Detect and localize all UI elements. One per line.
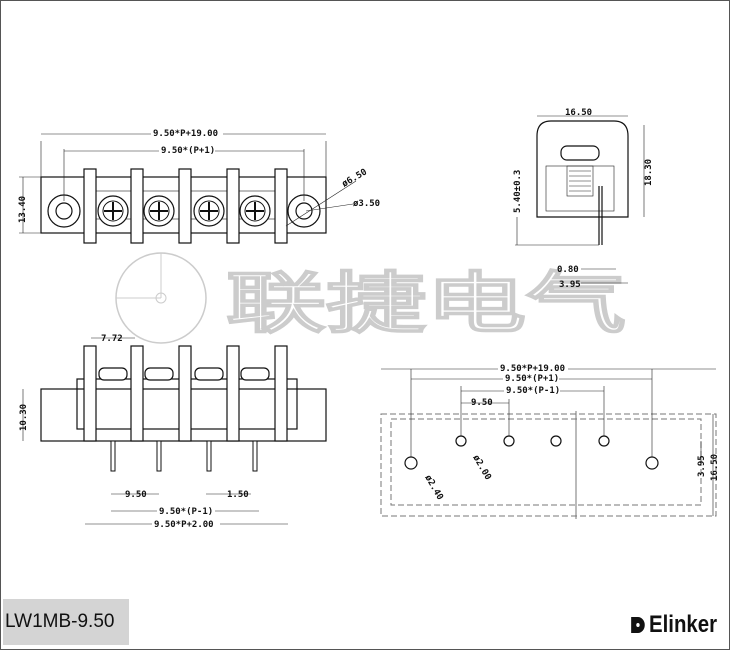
pin <box>156 440 162 472</box>
screw-slot <box>200 202 218 220</box>
barrier <box>178 345 192 442</box>
barrier <box>130 168 144 244</box>
pcb-dim-offset: 3.95 <box>697 455 707 477</box>
pcb-hole <box>598 435 610 447</box>
barrier <box>83 168 97 244</box>
dim-pitch: 9.50 <box>125 490 147 500</box>
barrier <box>226 345 240 442</box>
brand-mark-icon <box>631 617 645 633</box>
brand-logo: Elinker <box>629 611 717 639</box>
dim-pin-thickness: 0.80 <box>557 265 579 275</box>
screw-head <box>194 367 224 381</box>
barrier <box>274 345 288 442</box>
screw-slot <box>246 202 264 220</box>
brand-name: Elinker <box>648 611 717 638</box>
dim-side-width: 16.50 <box>565 108 592 118</box>
screw-head <box>144 367 174 381</box>
pcb-layout-view: 9.50*P+19.00 9.50*(P+1) 9.50*(P-1) 9.50 … <box>380 362 720 519</box>
barrier <box>226 168 240 244</box>
pin <box>206 440 212 472</box>
dim-pin-offset: 3.95 <box>559 280 581 290</box>
dim-overall: 9.50*P+19.00 <box>153 129 218 139</box>
pin <box>110 440 116 472</box>
screw-head <box>102 200 124 222</box>
pcb-dim-pitch: 9.50 <box>471 398 493 408</box>
dim-hole-outer: ø6.50 <box>341 167 369 189</box>
screw-slot <box>104 202 122 220</box>
pcb-dim-hole-big: ø2.40 <box>422 474 444 502</box>
pcb-dim-span2: 9.50*(P-1) <box>506 386 560 396</box>
pcb-dim-overall: 9.50*P+19.00 <box>500 364 565 374</box>
dim-pin-span: 9.50*(P-1) <box>159 507 213 517</box>
dim-pitch-span: 9.50*(P+1) <box>161 146 215 156</box>
pcb-hole <box>550 435 562 447</box>
pin <box>252 440 258 472</box>
screw-head <box>98 367 128 381</box>
dim-pin-length: 5.40±0.3 <box>513 170 523 213</box>
screw-head <box>198 200 220 222</box>
dim-hole-inner: ø3.50 <box>353 199 380 209</box>
screw-head <box>244 200 266 222</box>
svg-text:联捷电气: 联捷电气 <box>226 265 626 342</box>
screw-slot <box>150 202 168 220</box>
dim-pin-width: 1.50 <box>227 490 249 500</box>
pcb-hole <box>645 456 659 470</box>
dim-front-overall: 9.50*P+2.00 <box>154 520 214 530</box>
barrier <box>130 345 144 442</box>
pcb-hole <box>503 435 515 447</box>
pcb-dim-depth: 16.50 <box>710 454 720 481</box>
pcb-hole <box>455 435 467 447</box>
model-label: LW1MB-9.50 <box>3 599 129 645</box>
screw-head <box>240 367 270 381</box>
dim-side-height: 18.30 <box>644 159 654 186</box>
side-view: 16.50 18.30 5.40±0.3 0.80 3.95 <box>513 108 654 290</box>
barrier <box>178 168 192 244</box>
barrier <box>83 345 97 442</box>
pcb-dim-hole-small: ø2.00 <box>470 454 492 482</box>
screw-head <box>148 200 170 222</box>
top-view: 9.50*P+19.00 9.50*(P+1) 13.40 ø6.50 ø3.5… <box>18 127 380 244</box>
front-view: 7.72 10.30 9.50 1.50 9.50*(P-1) 9.50*P+2… <box>19 334 327 530</box>
dim-height: 13.40 <box>18 196 28 223</box>
dim-offset: 7.72 <box>101 334 123 344</box>
watermark: 联捷电气 <box>115 252 627 344</box>
barrier <box>274 168 288 244</box>
dim-front-height: 10.30 <box>19 404 29 431</box>
pcb-hole <box>404 456 418 470</box>
pcb-dim-span1: 9.50*(P+1) <box>505 374 559 384</box>
